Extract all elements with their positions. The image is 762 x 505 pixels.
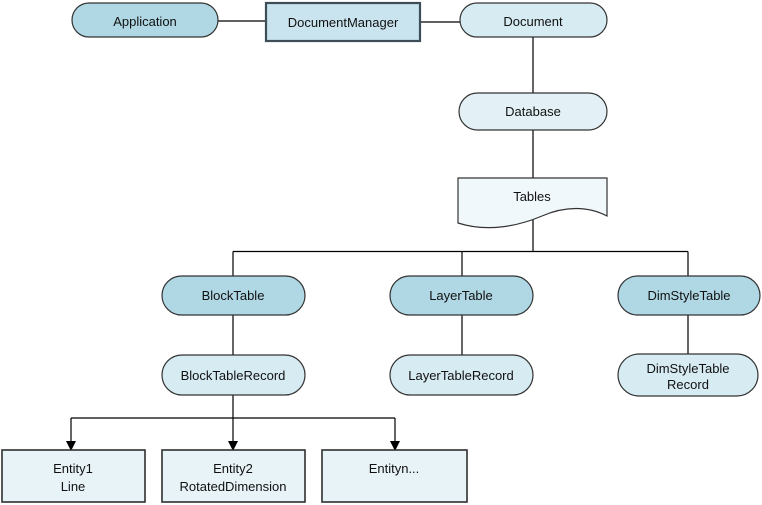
layer-table-record-label: LayerTableRecord (408, 368, 514, 383)
database-label: Database (505, 104, 561, 119)
entity2-label-line2: RotatedDimension (180, 479, 287, 494)
arrow-down-icon (66, 441, 76, 451)
node-entityn: Entityn... (321, 449, 468, 503)
connectors (66, 20, 689, 451)
node-application: Application (71, 2, 219, 38)
node-layer-table-record: LayerTableRecord (389, 354, 534, 396)
dim-style-table-label: DimStyleTable (647, 288, 730, 303)
document-manager-shape (264, 1, 422, 43)
dim-style-table-record-label-line2: Record (667, 377, 709, 392)
application-shape (71, 2, 219, 38)
document-label: Document (503, 14, 563, 29)
entityn-label-line1: Entityn... (369, 461, 420, 476)
database-shape (458, 92, 608, 131)
entity1-label-line1: Entity1 (53, 461, 93, 476)
entity2-label-line1: Entity2 (213, 461, 253, 476)
arrow-down-icon (390, 441, 400, 451)
node-dim-style-table-record: DimStyleTable Record (617, 353, 759, 397)
node-entity2: Entity2 RotatedDimension (161, 449, 306, 503)
layer-table-label: LayerTable (429, 288, 493, 303)
node-dim-style-table: DimStyleTable (617, 275, 761, 316)
entityn-shape (321, 449, 468, 503)
dim-style-table-record-shape (617, 353, 759, 397)
block-table-label: BlockTable (202, 288, 265, 303)
document-shape (459, 2, 608, 38)
arrow-down-icon (228, 441, 238, 451)
node-document: Document (459, 2, 608, 38)
node-tables: Tables (457, 177, 608, 229)
block-table-record-label: BlockTableRecord (181, 368, 286, 383)
node-block-table: BlockTable (161, 275, 306, 316)
tables-shape (457, 177, 608, 229)
layer-table-shape (389, 275, 534, 316)
document-manager-label: DocumentManager (288, 15, 399, 30)
layer-table-record-shape (389, 354, 534, 396)
dim-style-table-shape (617, 275, 761, 316)
entity1-label-line2: Line (61, 479, 86, 494)
node-document-manager: DocumentManager (264, 1, 422, 43)
block-table-shape (161, 275, 306, 316)
entity2-shape (161, 449, 306, 503)
dim-style-table-record-label-line1: DimStyleTable (646, 361, 729, 376)
node-database: Database (458, 92, 608, 131)
node-block-table-record: BlockTableRecord (161, 354, 306, 396)
node-entity1: Entity1 Line (1, 449, 146, 503)
tables-label: Tables (513, 189, 551, 204)
entity1-shape (1, 449, 146, 503)
application-label: Application (113, 14, 177, 29)
block-table-record-shape (161, 354, 306, 396)
node-layer-table: LayerTable (389, 275, 534, 316)
